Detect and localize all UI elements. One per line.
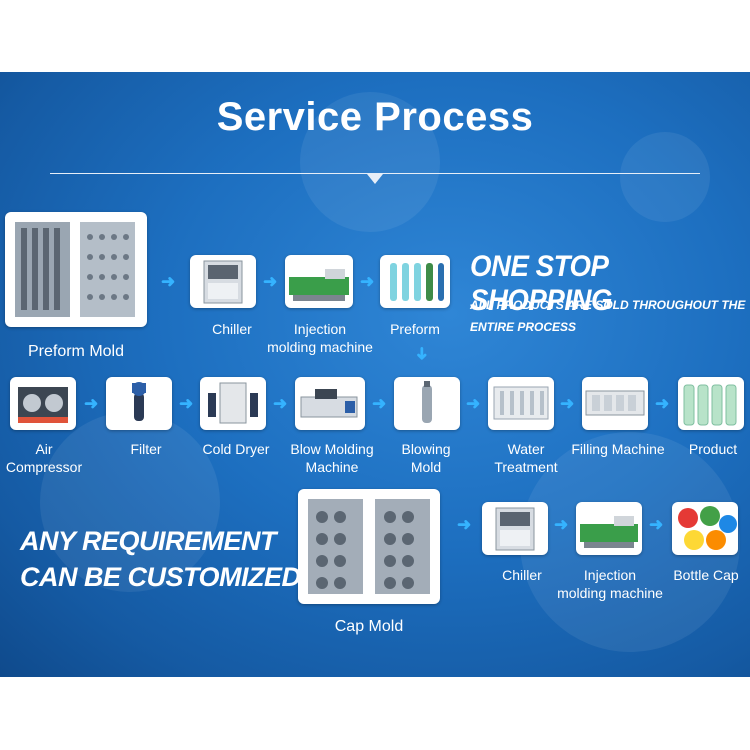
label-filter: Filter <box>130 441 162 457</box>
divider-pointer-icon <box>367 174 383 184</box>
filling-machine-image <box>582 377 648 430</box>
arrow-right-icon: ➜ <box>273 394 288 413</box>
arrow-right-icon: ➜ <box>360 272 375 291</box>
label-preform: Preform <box>390 321 440 337</box>
preform-image <box>380 255 450 308</box>
label-injection-bottom: Injection molding machine <box>557 567 663 601</box>
slogan-one-stop: ONE STOP SHOPPING <box>470 250 613 317</box>
arrow-right-icon: ➜ <box>457 515 472 534</box>
label-cap-mold: Cap Mold <box>334 618 404 635</box>
blowing-mold-image <box>394 377 460 430</box>
cap-mold-image <box>298 489 440 604</box>
air-compressor-image <box>10 377 76 430</box>
blow-molding-machine-image <box>295 377 365 430</box>
arrow-right-icon: ➜ <box>560 394 575 413</box>
label-preform-mold: Preform Mold <box>27 343 125 360</box>
label-blowing-mold: Blowing Mold <box>401 441 451 475</box>
cold-dryer-image <box>200 377 266 430</box>
label-water-treatment: Water Treatment <box>494 441 558 475</box>
chiller-image-bottom <box>482 502 548 555</box>
label-product: Product <box>688 441 738 457</box>
label-filling-machine: Filling Machine <box>571 441 665 457</box>
filter-image <box>106 377 172 430</box>
label-injection-top: Injection molding machine <box>267 321 373 355</box>
arrow-right-icon: ➜ <box>466 394 481 413</box>
label-blow-molding-machine: Blow Molding Machine <box>290 441 374 475</box>
label-air-compressor: Air Compressor <box>5 441 83 475</box>
arrow-right-icon: ➜ <box>179 394 194 413</box>
preform-mold-image <box>5 212 147 327</box>
label-cold-dryer: Cold Dryer <box>202 441 270 457</box>
chiller-image <box>190 255 256 308</box>
page-title: Service Process <box>216 95 534 139</box>
arrow-down-icon: ➜ <box>412 346 432 361</box>
arrow-right-icon: ➜ <box>161 272 176 291</box>
arrow-right-icon: ➜ <box>372 394 387 413</box>
slogan-any-requirement: ANY REQUIREMENT CAN BE CUSTOMIZED <box>20 526 301 592</box>
injection-machine-image-bottom <box>576 502 642 555</box>
label-chiller-bottom: Chiller <box>502 567 542 583</box>
label-chiller-top: Chiller <box>212 321 252 337</box>
slogan-all-products: ALL PRODUCTS ARE SOLD THROUGHOUT THE ENT… <box>470 298 746 334</box>
injection-machine-image-top <box>285 255 353 308</box>
arrow-right-icon: ➜ <box>554 515 569 534</box>
label-bottle-cap: Bottle Cap <box>673 567 739 583</box>
arrow-right-icon: ➜ <box>649 515 664 534</box>
product-image <box>678 377 744 430</box>
arrow-right-icon: ➜ <box>84 394 99 413</box>
bottle-cap-image <box>672 502 738 555</box>
water-treatment-image <box>488 377 554 430</box>
arrow-right-icon: ➜ <box>263 272 278 291</box>
title-divider <box>50 173 700 174</box>
arrow-right-icon: ➜ <box>655 394 670 413</box>
